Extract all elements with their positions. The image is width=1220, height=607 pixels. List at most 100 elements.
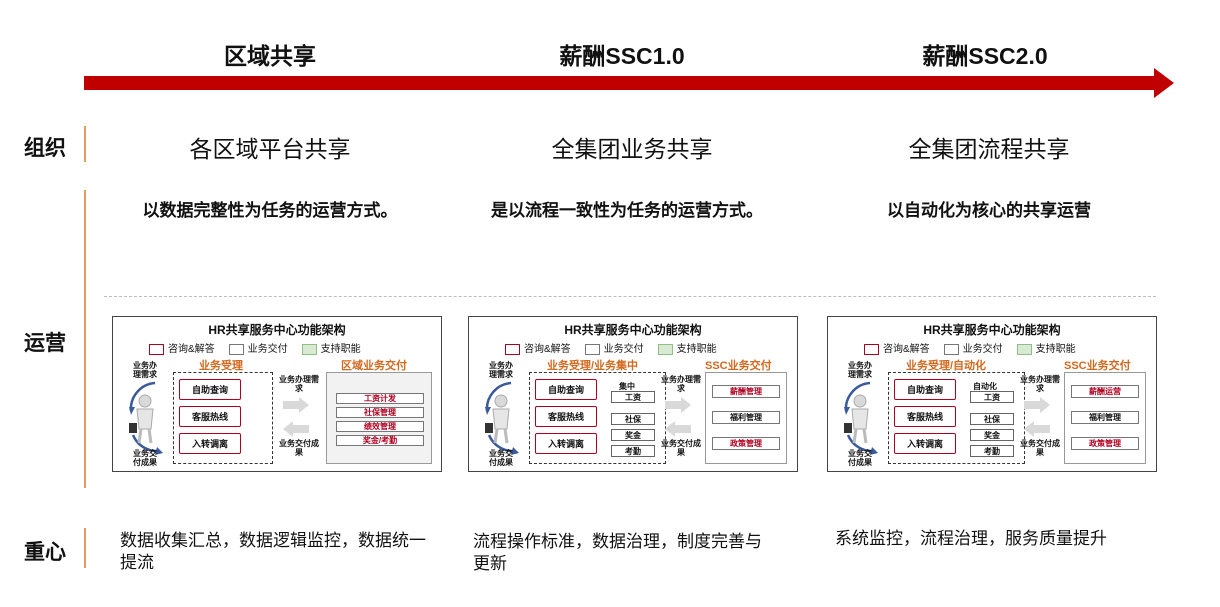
legend-consult-swatch: [864, 343, 879, 355]
legend-delivery-swatch: [943, 343, 959, 355]
focus-text-2: 流程操作标准，数据治理，制度完善与更新: [473, 532, 762, 573]
result-label: 业务交付成果: [489, 449, 513, 467]
delivery-item-1: 薪酬运营: [1071, 385, 1139, 398]
result-label: 业务交付成果: [848, 449, 872, 467]
arrow-need-label: 业务办理需求: [661, 375, 701, 393]
delivery-item-2: 福利管理: [1071, 411, 1139, 424]
focus-text-3: 系统监控，流程治理，服务质量提升: [835, 529, 1107, 548]
card-title: HR共享服务中心功能架构: [564, 323, 702, 337]
mid-item-4: 考勤: [970, 445, 1014, 457]
ops-text-2: 是以流程一致性为任务的运营方式。: [491, 201, 763, 220]
delivery-item-1: 薪酬管理: [712, 385, 780, 398]
legend-delivery-label: 业务交付: [962, 344, 1003, 355]
org-text-3: 全集团流程共享: [908, 136, 1070, 162]
timeline-arrow: [84, 68, 1174, 98]
delivery-item-4: 奖金/考勤: [336, 435, 424, 446]
mid-item-1: 工资: [611, 391, 655, 403]
service-button-2[interactable]: 客服热线: [179, 406, 241, 427]
delivery-item-3: 政策管理: [712, 437, 780, 450]
need-label: 业务办理需求: [133, 361, 157, 379]
legend-support-label: 支持职能: [320, 344, 361, 355]
card-legend: 咨询&解答 业务交付 支持职能: [149, 340, 361, 355]
dashed-divider: [104, 296, 1156, 297]
service-button-1[interactable]: 自助查询: [894, 379, 956, 400]
legend-support: 支持职能: [301, 340, 361, 355]
arrow-need-label: 业务办理需求: [279, 375, 319, 393]
stage-title-3: 薪酬SSC2.0: [922, 43, 1048, 69]
legend-consult: 咨询&解答: [505, 340, 571, 355]
row-label-org: 组织: [24, 137, 66, 160]
mid-header: 集中: [619, 382, 635, 391]
mid-item-3: 奖金: [611, 429, 655, 441]
ops-text-1: 以数据完整性为任务的运营方式。: [142, 201, 398, 220]
architecture-card-1: HR共享服务中心功能架构 咨询&解答 业务交付 支持职能 业务受理区域业务交付 …: [112, 316, 442, 472]
mid-item-2: 社保: [970, 413, 1014, 425]
card-legend: 咨询&解答 业务交付 支持职能: [505, 340, 717, 355]
service-button-2[interactable]: 客服热线: [894, 406, 956, 427]
legend-consult: 咨询&解答: [864, 340, 930, 355]
legend-delivery-label: 业务交付: [603, 344, 644, 355]
service-button-3[interactable]: 入转调离: [535, 433, 597, 454]
delivery-item-2: 社保管理: [336, 407, 424, 418]
left-section-title: 业务受理/自动化: [906, 360, 987, 372]
arrow-left-icon: [665, 421, 691, 437]
org-divider: [84, 126, 86, 162]
service-button-1[interactable]: 自助查询: [179, 379, 241, 400]
right-section-title: SSC业务交付: [1064, 360, 1131, 372]
legend-consult-swatch: [505, 343, 520, 355]
legend-support-label: 支持职能: [1035, 344, 1076, 355]
person-icon: [844, 381, 878, 455]
org-text-2: 全集团业务共享: [551, 136, 713, 162]
legend-delivery-label: 业务交付: [247, 344, 288, 355]
architecture-card-2: HR共享服务中心功能架构 咨询&解答 业务交付 支持职能 业务受理/业务集中 SS…: [468, 316, 798, 472]
ops-divider: [84, 190, 86, 488]
legend-consult-label: 咨询&解答: [168, 344, 215, 355]
service-button-1[interactable]: 自助查询: [535, 379, 597, 400]
legend-delivery: 业务交付: [584, 340, 644, 355]
legend-support: 支持职能: [657, 340, 717, 355]
mid-item-1: 工资: [970, 391, 1014, 403]
service-button-3[interactable]: 入转调离: [894, 433, 956, 454]
need-label: 业务办理需求: [489, 361, 513, 379]
legend-delivery-swatch: [228, 343, 244, 355]
left-section-title: 业务受理/业务集中: [547, 360, 639, 372]
org-text-1: 各区域平台共享: [189, 136, 351, 162]
service-button-3[interactable]: 入转调离: [179, 433, 241, 454]
delivery-box: 薪酬运营福利管理政策管理: [1064, 372, 1146, 464]
arrow-right-icon: [1024, 397, 1050, 413]
arrow-need-label: 业务办理需求: [1020, 375, 1060, 393]
right-section-title: SSC业务交付: [705, 360, 772, 372]
ops-text-3: 以自动化为核心的共享运营: [887, 201, 1091, 220]
legend-delivery: 业务交付: [228, 340, 288, 355]
acceptance-box: [173, 372, 273, 464]
arrow-left-icon: [283, 421, 309, 437]
left-section-title: 业务受理: [199, 360, 243, 372]
arrow-result-label: 业务交付成果: [1020, 439, 1060, 457]
mid-header: 自动化: [973, 382, 997, 391]
person-icon: [485, 381, 519, 455]
legend-support-swatch: [657, 343, 673, 355]
arrow-result-label: 业务交付成果: [661, 439, 701, 457]
legend-support-swatch: [301, 343, 317, 355]
service-button-2[interactable]: 客服热线: [535, 406, 597, 427]
legend-support: 支持职能: [1016, 340, 1076, 355]
row-label-ops: 运营: [24, 332, 66, 355]
delivery-item-1: 工资计发: [336, 393, 424, 404]
stage-title-2: 薪酬SSC1.0: [559, 43, 685, 69]
delivery-box: 工资计发社保管理绩效管理奖金/考勤: [326, 372, 432, 464]
acceptance-box: [529, 372, 666, 464]
mid-item-4: 考勤: [611, 445, 655, 457]
mid-item-3: 奖金: [970, 429, 1014, 441]
legend-delivery-swatch: [584, 343, 600, 355]
row-label-focus: 重心: [24, 541, 66, 564]
legend-consult: 咨询&解答: [149, 340, 215, 355]
legend-support-label: 支持职能: [676, 344, 717, 355]
arrow-result-label: 业务交付成果: [279, 439, 319, 457]
focus-text-1: 数据收集汇总，数据逻辑监控，数据统一提流: [120, 531, 426, 572]
acceptance-box: [888, 372, 1025, 464]
person-icon: [129, 381, 163, 455]
delivery-item-3: 绩效管理: [336, 421, 424, 432]
stage-title-1: 区域共享: [224, 43, 316, 69]
legend-support-swatch: [1016, 343, 1032, 355]
